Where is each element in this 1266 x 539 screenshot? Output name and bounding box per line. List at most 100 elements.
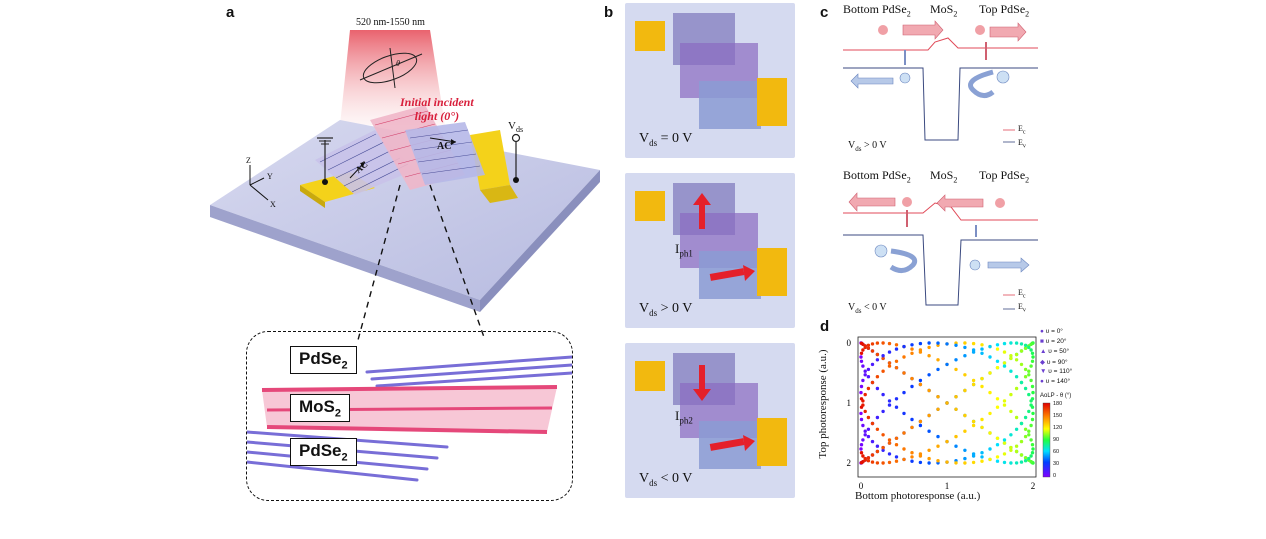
chart-point [861, 454, 865, 458]
chart-point [927, 413, 931, 418]
chart-point [980, 347, 984, 351]
chart-point [1009, 409, 1013, 414]
chart-point [995, 436, 1000, 440]
device-state-vds-positive: Iph1 Vds > 0 V [625, 173, 795, 328]
chart-point [963, 456, 967, 461]
chart-point [861, 423, 865, 428]
chart-point [980, 455, 984, 459]
chart-point [1002, 403, 1007, 407]
chart-point [870, 380, 875, 385]
chart-point [875, 415, 880, 420]
chart-point [980, 351, 984, 355]
legend-marker-icon: ● [1040, 378, 1046, 385]
chart-point [863, 409, 867, 414]
chart-point [980, 425, 984, 430]
chart-point [902, 355, 906, 359]
band-bottom-ec: Ec [1018, 288, 1026, 300]
tile3-condition: Vds < 0 V [639, 471, 693, 488]
chart-point [1023, 456, 1028, 460]
chart-point [1002, 438, 1007, 442]
x-tick-label: 1 [945, 481, 950, 491]
chart-point [887, 452, 892, 456]
chart-point [1027, 433, 1031, 437]
chart-point [927, 429, 931, 433]
chart-point [980, 451, 984, 455]
chart-point [1019, 349, 1024, 353]
chart-point [1019, 380, 1024, 385]
band-bottom-mid: MoS2 [930, 168, 958, 185]
zoom-inset: PdSe2 MoS2 PdSe2 [246, 331, 573, 501]
chart-point [1009, 433, 1013, 437]
chart-point [963, 388, 967, 393]
chart-point [866, 434, 871, 439]
chart-point [1023, 375, 1028, 379]
chart-point [894, 347, 899, 351]
chart-point [910, 451, 914, 455]
band-bottom-ev: Ev [1018, 302, 1026, 314]
colorbar-tick-label: 90 [1053, 437, 1060, 443]
chart-point [866, 367, 871, 372]
band-bottom-left: Bottom PdSe2 [843, 168, 911, 185]
chart-point [910, 347, 914, 351]
chart-point [1027, 373, 1031, 377]
y-tick-label: 1 [847, 398, 852, 408]
chart-point [863, 433, 867, 437]
chart-point [927, 388, 931, 393]
chart-point [902, 371, 906, 375]
chart-point [936, 341, 940, 345]
chart-point [1031, 355, 1035, 359]
chart-point [1002, 399, 1007, 403]
legend-label: υ = 90° [1046, 359, 1068, 366]
chart-point [1014, 444, 1019, 448]
chart-point [866, 375, 871, 379]
chart-point [866, 346, 871, 350]
panel-b-letter: b [604, 4, 614, 21]
chart-point [995, 455, 1000, 459]
chart-point [988, 390, 992, 395]
chart-point [1031, 447, 1035, 451]
chart-point [1009, 461, 1013, 465]
chart-point [954, 461, 958, 465]
y-axis-label: Top photoresponse (a.u.) [817, 349, 829, 459]
chart-point [875, 352, 880, 357]
chart-point [988, 344, 992, 349]
chart-point [995, 343, 1000, 347]
chart-point [1019, 362, 1024, 367]
chart-point [1002, 350, 1007, 354]
colorbar-tick-label: 180 [1053, 401, 1063, 407]
chart-point [1014, 386, 1019, 391]
band-top-mid: MoS2 [930, 2, 958, 19]
chart-point [875, 386, 880, 391]
chart-point [936, 444, 940, 448]
chart-point [988, 411, 992, 416]
chart-dots [859, 341, 1035, 465]
chart-point [875, 449, 880, 454]
chart-point [894, 343, 899, 347]
chart-point [1014, 341, 1019, 345]
chart-point [927, 456, 931, 461]
chart-point [910, 425, 914, 430]
chart-point [1009, 445, 1013, 450]
chart-point [875, 358, 880, 362]
chart-point [894, 459, 899, 463]
chart-point [859, 390, 863, 395]
chart-point [945, 362, 949, 367]
chart-point [875, 444, 880, 448]
chart-point [881, 461, 885, 465]
chart-point [863, 392, 867, 397]
chart-point [980, 343, 984, 347]
chart-point [861, 378, 865, 383]
chart-point [1009, 354, 1013, 358]
chart-point [1009, 356, 1013, 361]
legend-marker-icon: ◆ [1040, 359, 1047, 366]
chart-point [980, 384, 984, 389]
chart-point [988, 355, 992, 359]
colorbar-tick-label: 120 [1053, 425, 1063, 431]
top-pdse2-layer [365, 355, 572, 388]
chart-point [927, 345, 931, 350]
chart-point [1014, 461, 1019, 465]
chart-point [1029, 399, 1033, 403]
legend-marker-icon: ▼ [1040, 368, 1049, 375]
